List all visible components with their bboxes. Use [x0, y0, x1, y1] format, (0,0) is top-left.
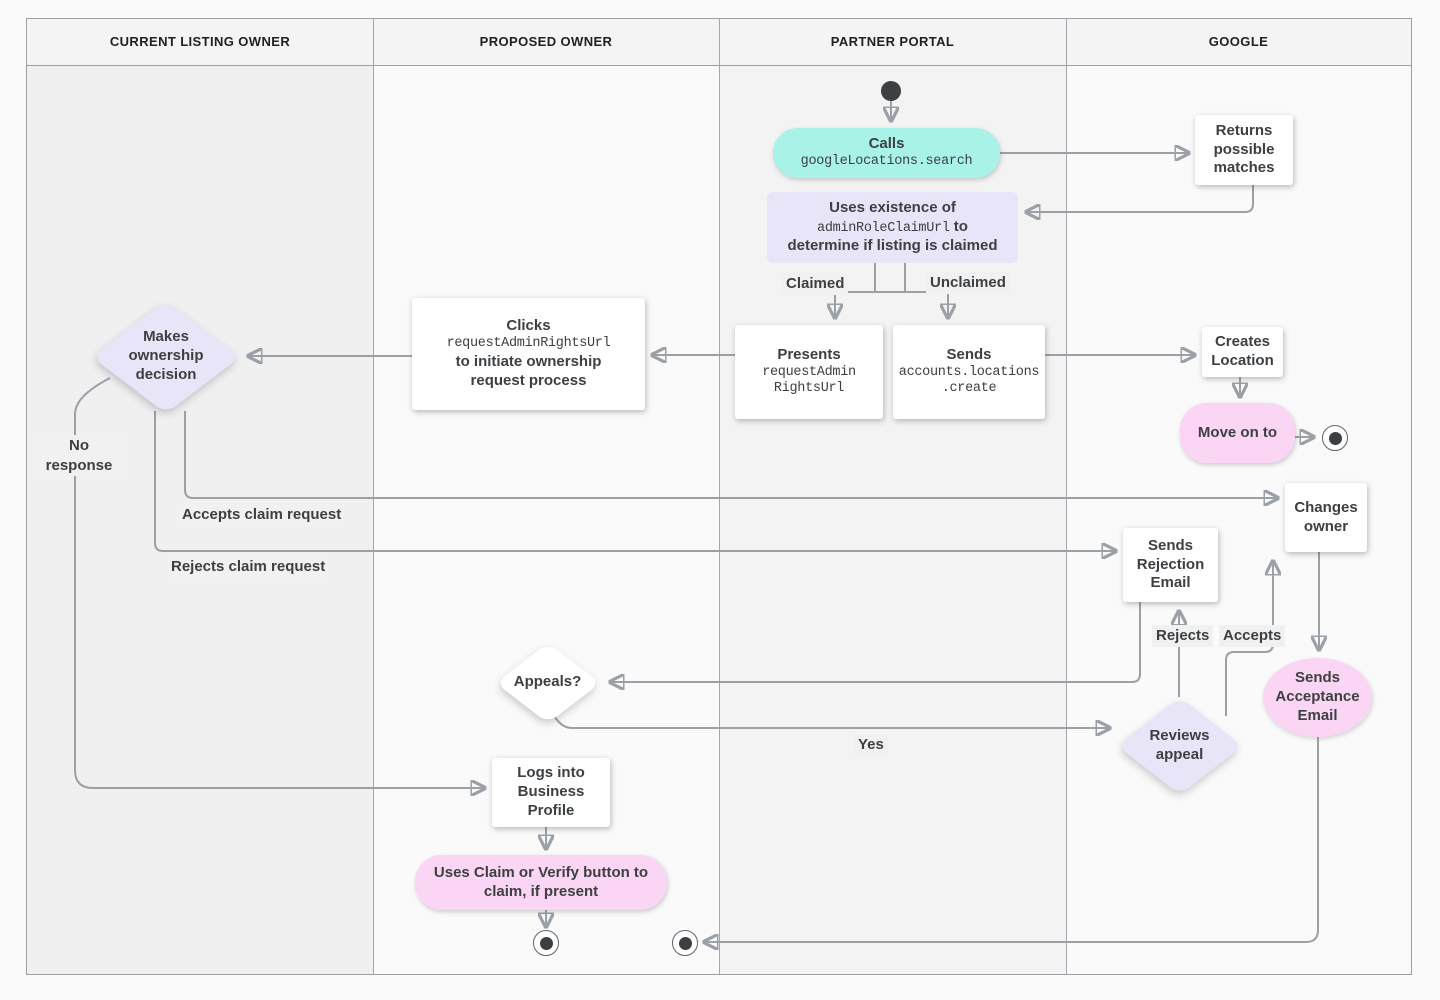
node-clicks-requestadminrightsurl: Clicks requestAdminRightsUrl to initiate… — [412, 298, 645, 410]
node-label: Sends Rejection Email — [1136, 536, 1205, 592]
lane-header-proposed-owner: PROPOSED OWNER — [373, 18, 719, 66]
node-code: .create — [941, 381, 997, 397]
node-code: googleLocations.search — [800, 153, 973, 169]
node-text-line: determine if listing is claimed — [787, 237, 998, 255]
node-code: requestAdminRightsUrl — [446, 336, 611, 352]
edge-label-claimed: Claimed — [782, 273, 849, 295]
edge-rejection-to-appeals — [611, 602, 1141, 682]
lane-divider — [1066, 18, 1067, 975]
node-title: Presents — [777, 345, 841, 363]
node-sends-rejection-email: Sends Rejection Email — [1123, 528, 1218, 602]
node-label: Appeals? — [513, 673, 582, 691]
lane-divider — [719, 18, 720, 975]
diagram-frame — [26, 18, 1412, 975]
node-title: Clicks — [506, 317, 551, 335]
node-sends-acceptance-email: Sends Acceptance Email — [1263, 658, 1372, 737]
node-text-line: adminRoleClaimUrl to — [817, 218, 968, 238]
lane-header-label: PROPOSED OWNER — [479, 34, 613, 49]
end-node-partner-portal — [672, 930, 698, 956]
node-code: RightsUrl — [773, 381, 845, 397]
lane-header-label: CURRENT LISTING OWNER — [109, 34, 291, 49]
edge-label-yes: Yes — [854, 734, 888, 756]
edge-returns-to-uses — [1027, 185, 1254, 212]
end-node-proposed-owner — [533, 930, 559, 956]
node-uses-claim-or-verify-button: Uses Claim or Verify button to claim, if… — [415, 855, 667, 910]
edge-label-no-response: No response — [35, 435, 123, 476]
node-appeals: Appeals? — [495, 642, 600, 723]
node-reviews-appeal: Reviews appeal — [1117, 697, 1242, 795]
end-node-dot — [539, 936, 553, 950]
node-text-line: to initiate ownership — [455, 353, 602, 371]
node-text-line: request process — [470, 371, 587, 389]
node-calls-googlelocations-search: Calls googleLocations.search — [773, 128, 1000, 178]
lane-header-label: GOOGLE — [1208, 34, 1269, 49]
node-uses-existence-adminroleclaimurl: Uses existence of adminRoleClaimUrl to d… — [767, 192, 1018, 263]
node-text: to — [949, 217, 968, 235]
node-label: Sends Acceptance Email — [1275, 669, 1360, 724]
node-logs-into-business-profile: Logs into Business Profile — [492, 758, 610, 827]
edge-label-rejects: Rejects — [1152, 625, 1214, 647]
node-move-on-to: Move on to — [1180, 403, 1295, 463]
edge-label-rejects-claim-request: Rejects claim request — [167, 556, 330, 578]
start-node — [881, 81, 901, 101]
node-label: Uses Claim or Verify button to claim, if… — [433, 863, 649, 900]
node-title: Calls — [868, 135, 905, 153]
edge-reviews-accepts-up — [1225, 562, 1273, 716]
lane-divider — [373, 18, 374, 975]
edge-label-accepts-claim-request: Accepts claim request — [178, 504, 346, 526]
node-label: Move on to — [1197, 423, 1278, 441]
lane-header-google: GOOGLE — [1066, 18, 1411, 66]
node-label: Changes owner — [1294, 498, 1358, 535]
edge-acceptance-to-end — [705, 737, 1319, 942]
node-title: Sends — [946, 345, 992, 363]
edge-rejects-claim — [154, 411, 1115, 551]
node-label: Logs into Business Profile — [517, 764, 585, 819]
edge-accepts-claim — [184, 411, 1277, 498]
node-label: Returns possible matches — [1213, 121, 1275, 177]
node-creates-location: Creates Location — [1202, 327, 1283, 377]
node-presents-requestadminrightsurl: Presents requestAdmin RightsUrl — [735, 325, 883, 419]
end-node-dot — [678, 936, 692, 950]
node-returns-possible-matches: Returns possible matches — [1195, 115, 1293, 185]
node-makes-ownership-decision: Makes ownership decision — [91, 299, 241, 414]
lane-header-label: PARTNER PORTAL — [830, 34, 955, 49]
edge-no-response — [74, 377, 484, 788]
end-node-google — [1322, 425, 1348, 451]
node-label: Reviews appeal — [1149, 727, 1210, 763]
node-label: Makes ownership decision — [128, 328, 204, 383]
edge-label-accepts: Accepts — [1219, 625, 1286, 647]
node-code: accounts.locations — [898, 364, 1040, 380]
node-code: requestAdmin — [762, 364, 856, 380]
end-node-dot — [1328, 431, 1342, 445]
node-text-line: Uses existence of — [829, 198, 956, 216]
edge-appeals-yes-to-reviews — [551, 711, 1109, 728]
lane-header-current-listing-owner: CURRENT LISTING OWNER — [27, 18, 373, 66]
node-sends-accounts-locations-create: Sends accounts.locations .create — [893, 325, 1045, 419]
node-label: Creates Location — [1211, 333, 1274, 369]
edge-label-unclaimed: Unclaimed — [926, 272, 1010, 294]
node-code: adminRoleClaimUrl — [817, 220, 950, 236]
node-changes-owner: Changes owner — [1285, 483, 1367, 552]
lane-header-partner-portal: PARTNER PORTAL — [719, 18, 1066, 66]
